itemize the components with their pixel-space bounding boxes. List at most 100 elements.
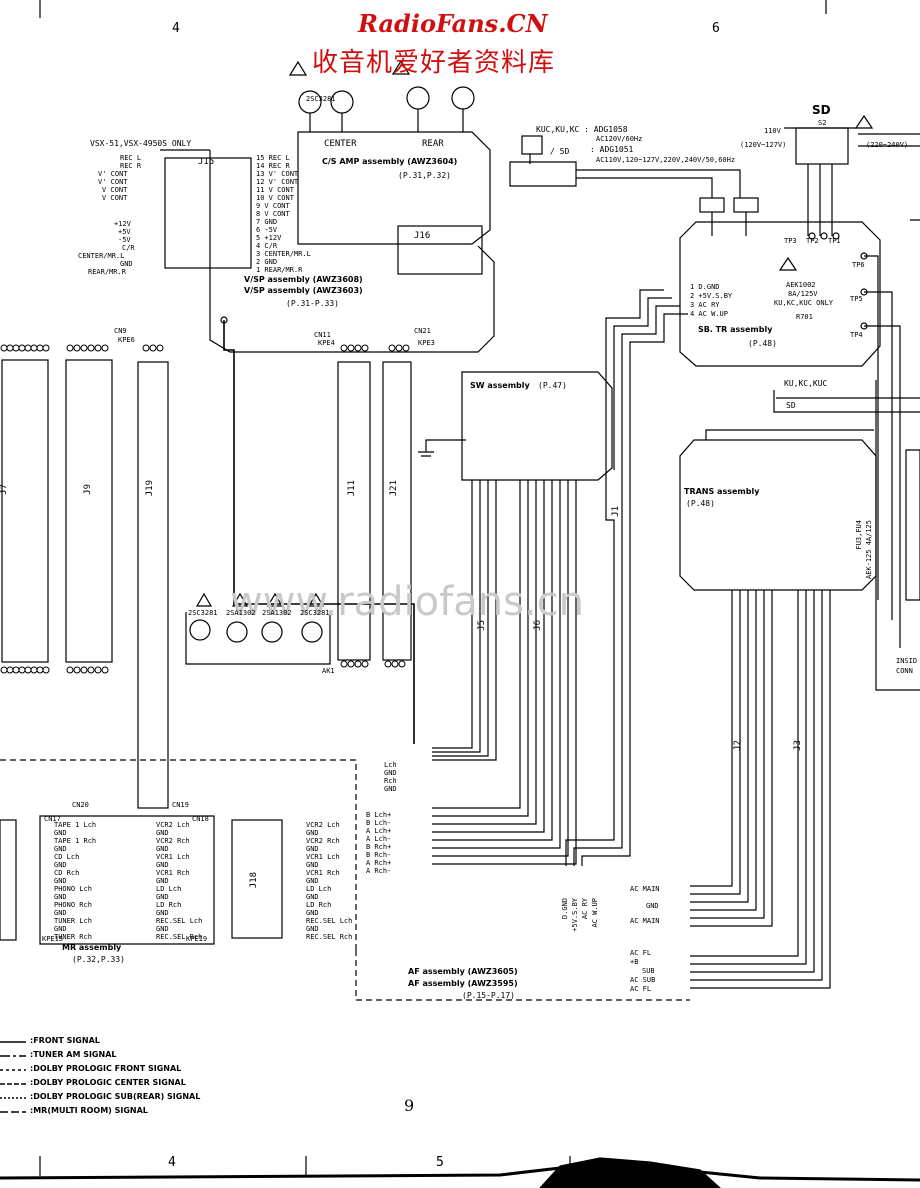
tp4-label: TP4 (850, 331, 863, 339)
mr-title: MR assembly (62, 943, 122, 952)
pin-row-top (0, 344, 410, 352)
j9-cable (65, 359, 113, 663)
trans-outline (679, 439, 877, 591)
pin-label: A Rch+ (366, 859, 392, 867)
pin-label: 1 D.GND (690, 283, 720, 291)
pin-label: GND (54, 845, 67, 853)
pin-label: A Rch- (366, 867, 392, 875)
pin-row-bottom (0, 660, 406, 674)
pin-label: GND (156, 909, 169, 917)
pin-label: GND (156, 845, 169, 853)
ac-connector (699, 197, 725, 213)
pin-label: GND (54, 893, 67, 901)
pin-label: 2 +5V.S.BY (690, 292, 733, 300)
transistor-symbol (451, 86, 475, 110)
tp1-label: TP1 (828, 237, 841, 245)
j5-cable (432, 480, 497, 761)
v110-label: 110V (764, 127, 781, 135)
tp5-label: TP5 (850, 295, 863, 303)
pin-label: GND (306, 925, 319, 933)
pin-label: V' CONT (98, 178, 128, 186)
legend-prologic-front: :DOLBY PROLOGIC FRONT SIGNAL (30, 1064, 182, 1073)
tp-wires (864, 255, 901, 648)
mr-dashed (0, 759, 357, 950)
pin-label: GND (306, 861, 319, 869)
vsp-title-2: V/SP assembly (AWZ3603) (244, 286, 363, 295)
j7-cable (1, 359, 49, 663)
pin-label: REC L (120, 154, 142, 162)
pin-label: GND (54, 829, 67, 837)
transistor-q1-label: 2SC3281 (188, 609, 218, 617)
j19-cable (137, 361, 169, 809)
vsp-outline (209, 150, 495, 353)
transistor-q2-label: 2SA1302 (226, 609, 256, 617)
mr-outline (39, 815, 215, 945)
site-title-chinese: 收音机爱好者资料库 (312, 48, 556, 78)
pin-label: V CONT (102, 194, 128, 202)
pin-label: GND (54, 925, 67, 933)
cn19-label: CN19 (172, 801, 189, 809)
cn9-label: CN9 (114, 327, 127, 335)
pin-label: V CONT (102, 186, 128, 194)
tp3-label: TP3 (784, 237, 797, 245)
pin-label: A Lch- (366, 835, 392, 843)
mr-ref: (P.32,P.33) (72, 955, 125, 964)
pin-label: C/R (122, 244, 135, 252)
pin-label: 10 V CONT (256, 194, 294, 202)
pin-label: Lch (384, 761, 397, 769)
pin-label: 5 +12V (256, 234, 282, 242)
pin-label: 3 CENTER/MR.L (256, 250, 311, 258)
pin-label: SUB (642, 967, 655, 975)
inside-label: INSID (896, 657, 918, 665)
pin-label: GND (306, 829, 319, 837)
j15-box (164, 157, 252, 269)
sw-gnd (425, 439, 466, 452)
pin-label: TUNER Lch (54, 917, 92, 925)
kpe3-label: KPE3 (418, 339, 435, 347)
ac-leads (711, 212, 747, 236)
r701-label: R701 (796, 313, 813, 321)
pin-label: AC SUB (630, 976, 656, 984)
switch-leads (784, 127, 856, 236)
j16-label: J16 (414, 231, 431, 241)
af-pwr-5v: +5V.S.BY (571, 898, 579, 932)
transistor-leads (309, 109, 464, 132)
pin-label: 3 AC RY (690, 301, 720, 309)
pin-label: VCR2 Lch (156, 821, 190, 829)
pin-label: REC.SEL Rch (156, 933, 203, 941)
fuse-part: AEK1002 (786, 281, 816, 289)
pin-label: 7 GND (256, 218, 278, 226)
pin-label: PHONO Rch (54, 901, 92, 909)
pin-label: LD Lch (156, 885, 182, 893)
j21-cable (382, 361, 412, 661)
trans-title: TRANS assembly (684, 487, 760, 496)
pin-label: 2 GND (256, 258, 278, 266)
pin-label: 4 AC W.UP (690, 310, 728, 318)
pin-label: VCR2 Lch (306, 821, 340, 829)
vsp-model-note: VSX-51,VSX-4950S ONLY (90, 139, 192, 148)
legend-mr: :MR(MULTI ROOM) SIGNAL (30, 1106, 148, 1115)
pin-label: GND (306, 845, 319, 853)
pin-label: GND (156, 925, 169, 933)
af-ref: (P.15-P.17) (462, 991, 515, 1000)
cn21-label: CN21 (414, 327, 431, 335)
pin-label: 6 -5V (256, 226, 278, 234)
page-number: 9 (404, 1096, 415, 1115)
conn-label: CONN (896, 667, 913, 675)
pin-label: GND (306, 909, 319, 917)
cn17-label: CN17 (44, 815, 61, 823)
pin-label: V' CONT (98, 170, 128, 178)
j9-label: J9 (83, 484, 93, 495)
pin-label: VCR1 Lch (306, 853, 340, 861)
pin-label: GND (156, 877, 169, 885)
pin-label: REAR/MR.R (88, 268, 126, 276)
af-dashed (355, 950, 690, 1001)
kpe15-label: KPE15 (42, 935, 64, 943)
warning-triangles (778, 114, 874, 271)
cs-amp-outline (297, 131, 491, 245)
mr-left-cable (0, 819, 17, 941)
trans-wire (705, 429, 874, 440)
j5-label: J5 (477, 620, 487, 631)
j1-cable (565, 289, 688, 866)
